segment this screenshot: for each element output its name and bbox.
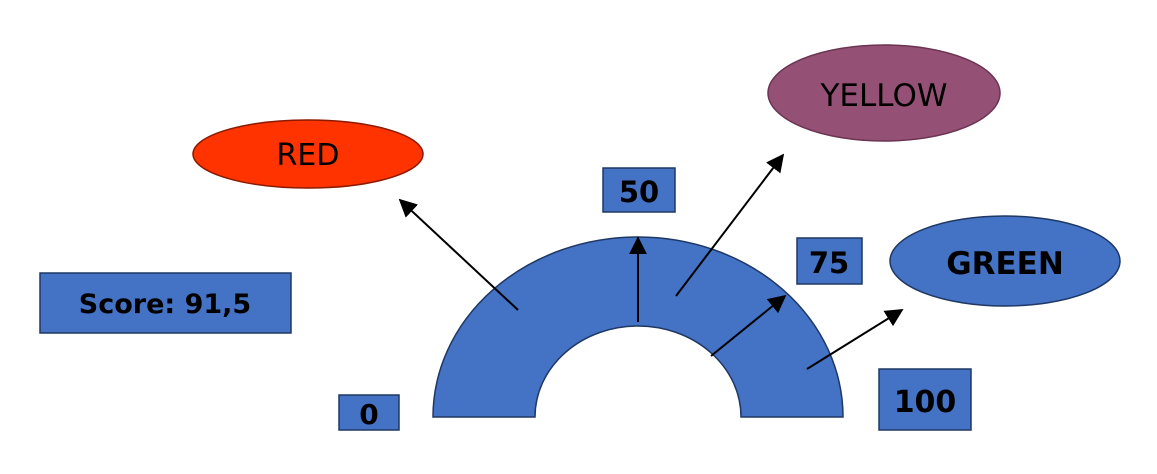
zone-yellow: YELLOW: [767, 44, 1001, 142]
scale-label-50: 50: [602, 167, 676, 213]
score-box: Score: 91,5: [39, 272, 292, 334]
scale-label-50-text: 50: [619, 175, 659, 209]
zone-red: RED: [192, 119, 424, 189]
arrow-to-red: [398, 198, 519, 311]
zone-green: GREEN: [889, 215, 1121, 307]
arrow-to-yellow: [675, 153, 785, 297]
zone-green-label: GREEN: [946, 246, 1064, 282]
score-label: Score: 91,5: [79, 289, 251, 320]
scale-label-100-text: 100: [894, 385, 957, 420]
scale-label-75: 75: [796, 237, 863, 285]
scale-label-0: 0: [338, 394, 400, 431]
gauge-arc: [432, 236, 844, 418]
scale-label-0-text: 0: [359, 398, 378, 431]
arrow-to-75: [710, 294, 787, 357]
scale-label-100: 100: [878, 368, 972, 431]
scale-label-75-text: 75: [809, 246, 849, 280]
zone-red-label: RED: [277, 138, 340, 173]
zone-yellow-label: YELLOW: [819, 78, 947, 114]
arrow-to-green: [806, 309, 904, 370]
